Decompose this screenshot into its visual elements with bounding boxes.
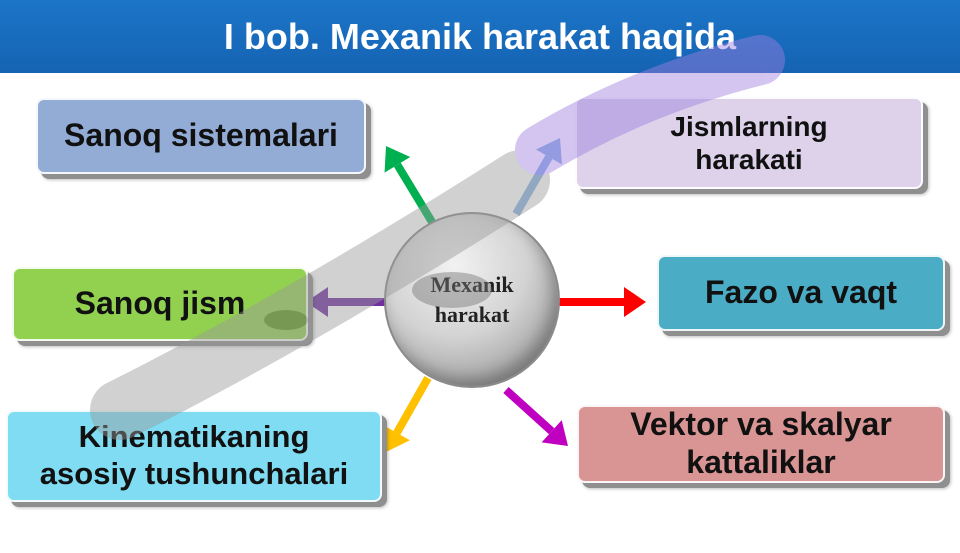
- arrow-head: [624, 287, 646, 317]
- node-label-line2: harakati: [695, 144, 803, 175]
- arrow-to-fazo-va-vaqt: [556, 287, 646, 317]
- node-label: Sanoq sistemalari: [64, 117, 338, 154]
- node-label-line2: asosiy tushunchalari: [39, 456, 349, 491]
- node-sanoq-sistemalari: Sanoq sistemalari: [36, 98, 366, 174]
- arrow-head: [535, 138, 562, 165]
- node-label-line1: Kinematikaning: [78, 419, 310, 455]
- page-title: I bob. Mexanik harakat haqida: [223, 15, 737, 57]
- node-label: Sanoq jism: [74, 285, 246, 322]
- arrow-shaft: [512, 155, 553, 217]
- arrow-shaft: [393, 376, 432, 435]
- center-circle: Mexanik harakat: [384, 212, 560, 388]
- arrow-to-vektor-skalyar: [503, 387, 568, 446]
- center-label-line1: Mexanik: [430, 272, 514, 298]
- node-vektor-skalyar: Vektor va skalyar kattaliklar: [577, 405, 945, 483]
- header-bar: I bob. Mexanik harakat haqida: [0, 0, 960, 73]
- center-label-line2: harakat: [434, 302, 510, 327]
- arrow-shaft: [503, 387, 555, 435]
- arrow-head: [384, 146, 411, 173]
- node-label-line1: Jismlarning: [670, 110, 828, 142]
- arrow-to-kinematika: [383, 376, 432, 452]
- arrow-head: [541, 420, 568, 446]
- arrow-shaft: [393, 162, 436, 225]
- arrow-to-sanoq-jism: [306, 287, 386, 317]
- arrow-head: [383, 425, 410, 452]
- arrow-to-sanoq-sistemalari: [384, 146, 436, 225]
- node-fazo-va-vaqt: Fazo va vaqt: [657, 255, 945, 331]
- node-label-line2: kattaliklar: [686, 444, 836, 480]
- node-sanoq-jism: Sanoq jism: [12, 267, 308, 341]
- node-jismlarning-harakati: Jismlarning harakati: [575, 97, 923, 189]
- arrow-to-jismlarning-harakati: [512, 138, 562, 217]
- node-label: Fazo va vaqt: [704, 274, 898, 311]
- arrow-head: [306, 287, 328, 317]
- node-kinematika: Kinematikaning asosiy tushunchalari: [6, 410, 382, 502]
- node-label-line1: Vektor va skalyar: [630, 406, 892, 443]
